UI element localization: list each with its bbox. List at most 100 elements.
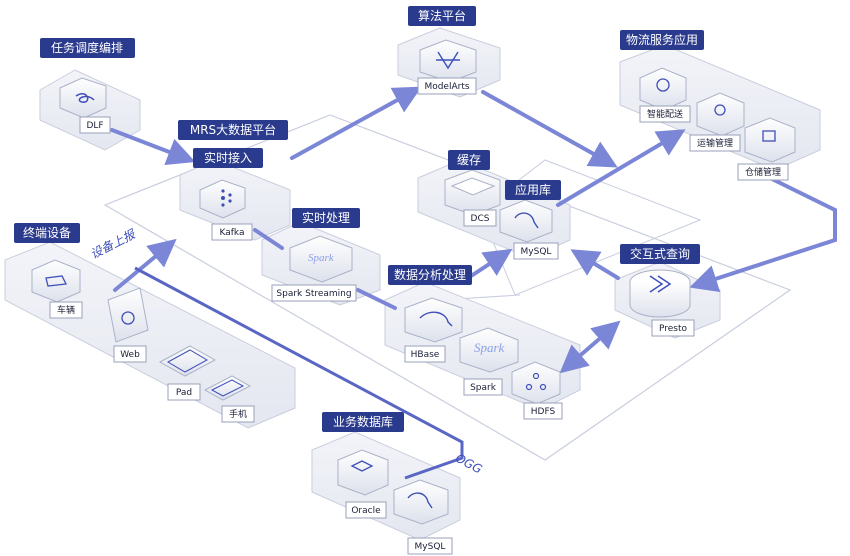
node-transport[interactable]	[696, 92, 745, 137]
arrow-modelarts-mysql	[481, 90, 618, 168]
kafka-icon	[221, 189, 232, 207]
svg-text:仓储管理: 仓储管理	[745, 166, 781, 178]
svg-text:HBase: HBase	[411, 350, 440, 360]
label-pad: Pad	[167, 383, 201, 401]
node-vehicle[interactable]	[31, 259, 81, 303]
node-modelarts[interactable]	[419, 39, 477, 83]
annotation-device-report: 设备上报	[88, 226, 139, 261]
arrow-warehouse-presto	[689, 176, 837, 293]
delivery-icon	[656, 78, 670, 92]
tag-app-db: 应用库	[505, 180, 561, 200]
label-spark: Spark	[463, 378, 503, 396]
svg-text:缓存: 缓存	[457, 153, 481, 167]
arrow-mysql-logistics	[556, 129, 686, 207]
tag-cache: 缓存	[448, 150, 490, 170]
hbase-icon	[419, 311, 453, 327]
connectors	[110, 86, 837, 374]
node-oracle[interactable]	[337, 449, 389, 496]
group-tags: 任务调度编排 MRS大数据平台 实时接入 实时处理 算法平台 缓存 应用库 数据…	[14, 6, 704, 432]
node-web[interactable]	[107, 287, 149, 343]
label-vehicle: 车辆	[49, 301, 83, 319]
tag-realtime-ingest: 实时接入	[193, 148, 263, 168]
tag-logistics: 物流服务应用	[620, 30, 704, 50]
annotation-ogg: OGG	[453, 451, 484, 477]
svg-text:车辆: 车辆	[57, 304, 75, 316]
svg-text:实时接入: 实时接入	[204, 150, 252, 165]
modelarts-icon	[436, 51, 460, 70]
node-mysql-biz[interactable]	[393, 479, 449, 525]
svg-text:任务调度编排: 任务调度编排	[51, 40, 123, 55]
node-kafka[interactable]	[199, 179, 246, 219]
label-dlf: DLF	[79, 116, 111, 134]
arrow-presto-mysql	[570, 249, 620, 280]
mysql-app-icon	[514, 212, 539, 229]
label-hbase: HBase	[404, 345, 446, 363]
vehicle-icon	[45, 275, 67, 287]
node-labels: DLF Kafka Spark Streaming ModelArts DCS …	[49, 77, 789, 555]
oracle-icon	[350, 460, 374, 472]
svg-text:运输管理: 运输管理	[697, 137, 733, 149]
warehouse-icon	[762, 130, 776, 142]
tag-algo: 算法平台	[408, 6, 476, 26]
label-delivery: 智能配送	[639, 105, 691, 123]
spark-logo: Spark	[474, 340, 505, 355]
node-presto[interactable]	[629, 269, 691, 318]
node-hbase[interactable]	[404, 297, 463, 343]
web-icon	[121, 311, 135, 325]
label-dcs: DCS	[463, 209, 497, 227]
node-hdfs[interactable]	[511, 361, 561, 405]
svg-text:ModelArts: ModelArts	[424, 82, 469, 92]
spark-streaming-logo: Spark	[308, 252, 335, 264]
label-mysql-app: MySQL	[513, 242, 559, 260]
label-kafka: Kafka	[211, 223, 253, 241]
label-web: Web	[113, 345, 147, 363]
node-delivery[interactable]	[639, 67, 687, 111]
tag-terminals: 终端设备	[14, 223, 80, 243]
svg-text:算法平台: 算法平台	[418, 8, 466, 23]
svg-text:业务数据库: 业务数据库	[333, 414, 393, 429]
svg-text:物流服务应用: 物流服务应用	[626, 32, 698, 47]
svg-text:Spark: Spark	[470, 383, 497, 393]
svg-text:Kafka: Kafka	[220, 228, 245, 238]
tag-dlf: 任务调度编排	[40, 38, 135, 58]
svg-text:MySQL: MySQL	[521, 247, 552, 257]
svg-text:实时处理: 实时处理	[302, 210, 350, 225]
tag-query: 交互式查询	[620, 244, 700, 264]
svg-text:Spark Streaming: Spark Streaming	[276, 289, 351, 299]
svg-text:Pad: Pad	[176, 388, 192, 398]
svg-text:交互式查询: 交互式查询	[630, 246, 690, 261]
tag-analytics: 数据分析处理	[388, 265, 472, 285]
arrow-sparkstreaming-hbase	[356, 288, 397, 310]
label-presto: Presto	[651, 319, 695, 337]
arrow-mrs-modelarts	[290, 86, 422, 160]
svg-text:Oracle: Oracle	[351, 506, 381, 516]
node-dlf[interactable]	[59, 77, 107, 119]
label-phone: 手机	[221, 405, 255, 423]
presto-icon	[649, 275, 672, 293]
label-hdfs: HDFS	[523, 402, 563, 420]
node-spark-streaming[interactable]: Spark	[289, 235, 353, 283]
node-phone[interactable]	[203, 375, 252, 401]
dlf-icon	[75, 93, 95, 103]
label-transport: 运输管理	[689, 134, 741, 152]
svg-text:DLF: DLF	[86, 121, 103, 131]
tag-mrs: MRS大数据平台	[178, 120, 288, 140]
label-warehouse: 仓储管理	[737, 163, 789, 181]
line-ogg	[134, 266, 464, 480]
transport-icon	[714, 104, 726, 116]
svg-text:MySQL: MySQL	[415, 542, 446, 552]
label-spark-streaming: Spark Streaming	[271, 284, 357, 302]
arrow-dlf-kafka	[110, 128, 196, 166]
label-modelarts: ModelArts	[417, 77, 477, 95]
arrow-kafka-sparkstreaming	[253, 228, 284, 250]
svg-text:应用库: 应用库	[515, 182, 551, 197]
node-warehouse[interactable]	[744, 117, 796, 163]
hdfs-icon	[525, 372, 547, 391]
svg-text:Web: Web	[120, 350, 140, 360]
node-spark[interactable]: Spark	[459, 327, 519, 373]
node-pad[interactable]	[158, 345, 217, 377]
arrow-device-report	[113, 238, 177, 292]
tag-realtime-proc: 实时处理	[292, 208, 360, 228]
node-dcs[interactable]	[444, 169, 501, 216]
